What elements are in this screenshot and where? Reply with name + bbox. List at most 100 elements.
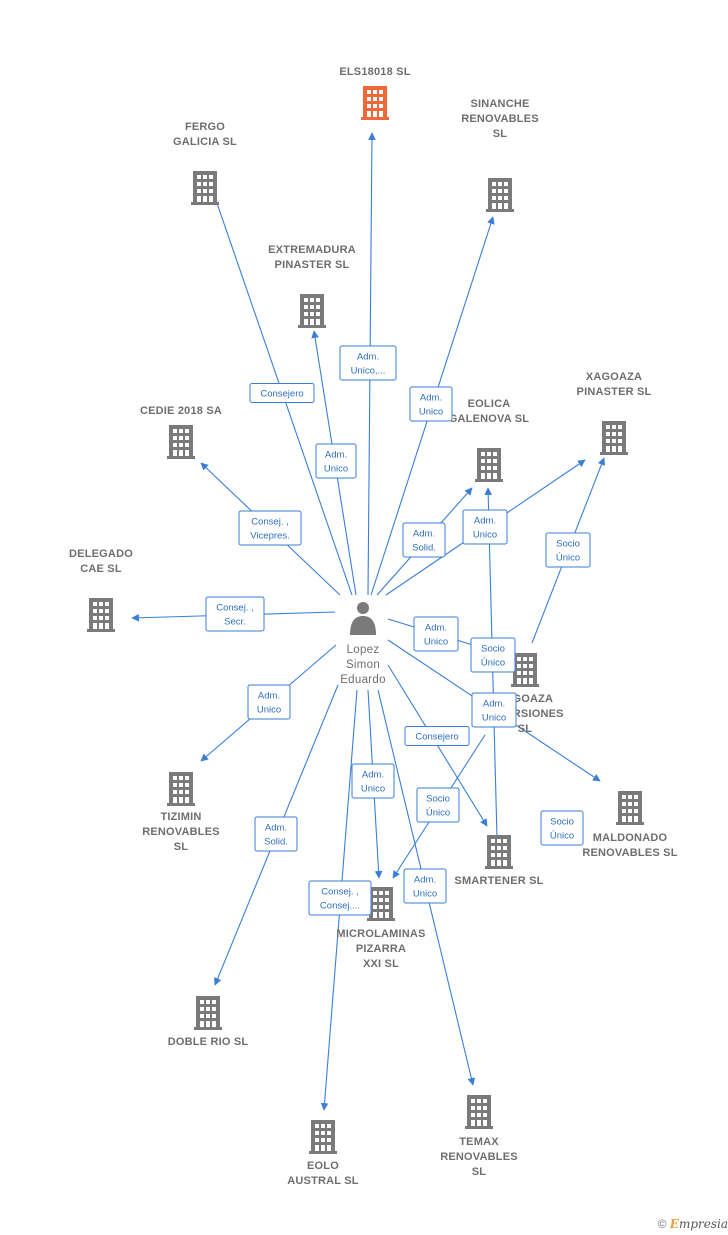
company-label: PINASTER SL <box>275 259 350 271</box>
relation-label: Unico <box>324 464 348 475</box>
company-label: DELEGADO <box>69 548 133 560</box>
relation-box-r_delegado[interactable]: Consej. ,Secr. <box>205 596 265 632</box>
relation-label: Unico,... <box>351 366 386 377</box>
relation-label: Solid. <box>412 543 436 554</box>
building-icon <box>309 1120 337 1154</box>
company-label: RENOVABLES <box>440 1151 518 1163</box>
relation-box-r_smartener[interactable]: Consejero <box>404 726 470 746</box>
relation-label: Socio <box>550 817 574 828</box>
relation-box-r_eolica[interactable]: Adm.Solid. <box>402 522 446 558</box>
relation-box-frame <box>402 522 446 558</box>
company-node-eolo[interactable]: EOLO AUSTRAL SL <box>287 1120 359 1187</box>
company-node-maldonado[interactable]: MALDONADO RENOVABLES SL <box>582 791 678 859</box>
company-label: MICROLAMINAS <box>336 928 425 940</box>
relation-box-frame <box>315 443 357 479</box>
relation-box-r_micro_adm[interactable]: Adm. Unico <box>351 763 395 799</box>
company-label: GALICIA SL <box>173 136 237 148</box>
relation-box-frame <box>351 763 395 799</box>
person-name-line: Lopez <box>347 644 380 656</box>
relation-box-r_maldonado[interactable]: Adm. Unico <box>471 692 517 728</box>
relation-label: Único <box>550 831 574 842</box>
company-label: EXTREMADURA <box>268 244 356 256</box>
building-icon <box>194 996 222 1030</box>
company-label: AUSTRAL SL <box>287 1175 359 1187</box>
watermark: © Empresia <box>658 1217 728 1231</box>
relation-box-r_xagoaza_inv[interactable]: Adm. Unico <box>413 616 459 652</box>
relation-label: Consejero <box>260 389 303 400</box>
relation-box-frame <box>545 532 591 568</box>
relation-box-r_eolo[interactable]: Consej. ,Consej.... <box>308 880 372 916</box>
relation-box-frame <box>238 510 302 546</box>
company-label: XXI SL <box>363 958 399 970</box>
company-node-els18018[interactable]: ELS18018 SL <box>339 66 411 120</box>
building-icon <box>87 598 115 632</box>
relation-label: Unico <box>424 637 448 648</box>
relation-box-r_extremadura[interactable]: Adm.Unico <box>315 443 357 479</box>
building-icon <box>361 86 389 120</box>
relation-box-r_tizimin[interactable]: Adm.Unico <box>247 684 291 720</box>
relation-box-r_cedie[interactable]: Consej. ,Vicepres. <box>238 510 302 546</box>
relation-label: Unico <box>257 705 281 716</box>
relation-box-r_els[interactable]: Adm. Unico,... <box>339 345 397 381</box>
relation-box-frame <box>462 509 508 545</box>
company-label: EOLO <box>307 1160 339 1172</box>
relation-box-r_sinanche[interactable]: Adm.Unico <box>409 386 453 422</box>
company-label: GALENOVA SL <box>449 413 530 425</box>
relation-box-frame <box>413 616 459 652</box>
copyright-symbol: © <box>657 1217 667 1231</box>
company-node-smartener[interactable]: SMARTENER SL <box>454 835 543 887</box>
company-node-doble_rio[interactable]: DOBLE RIO SL <box>168 996 249 1048</box>
relation-box-r_fergo[interactable]: Consejero <box>249 383 315 403</box>
relation-label: Unico <box>361 784 385 795</box>
company-label: PIZARRA <box>356 943 406 955</box>
relation-box-r_doble[interactable]: Adm.Solid. <box>254 816 298 852</box>
company-label: FERGO <box>185 121 225 133</box>
company-node-extremadura[interactable]: EXTREMADURA PINASTER SL <box>268 244 356 328</box>
relation-box-frame <box>471 692 517 728</box>
relation-label: Adm. <box>483 699 505 710</box>
relation-label: Adm. <box>357 352 379 363</box>
relation-box-frame <box>247 684 291 720</box>
nodes-layer: ELS18018 SL FERGO GALICIA SL SINANCHERENOVA… <box>69 66 678 1187</box>
company-label: RENOVABLES SL <box>582 847 677 859</box>
relation-label: Unico <box>482 713 506 724</box>
company-label: SL <box>174 841 189 853</box>
relation-box-frame <box>254 816 298 852</box>
relation-label: Socio <box>481 644 505 655</box>
person-icon <box>350 602 376 635</box>
relation-label: Consejero <box>415 732 458 743</box>
relation-box-frame <box>205 596 265 632</box>
relation-box-r_xagoaza_p[interactable]: Adm.Unico <box>462 509 508 545</box>
company-node-cedie[interactable]: CEDIE 2018 SA <box>140 405 222 459</box>
relation-label: Secr. <box>224 617 246 628</box>
relation-box-r_temax[interactable]: Adm. Unico <box>403 868 447 904</box>
relation-label: Adm. <box>414 875 436 886</box>
person-name-line: Simon <box>346 659 380 671</box>
company-label: ELS18018 SL <box>339 66 410 78</box>
relation-label: Adm. <box>474 516 496 527</box>
company-node-microlaminas[interactable]: MICROLAMINAS PIZARRA XXI SL <box>336 887 425 970</box>
company-node-fergo[interactable]: FERGO GALICIA SL <box>173 121 237 205</box>
company-label: MALDONADO <box>593 832 668 844</box>
brand-logo-initial: E <box>669 1217 679 1231</box>
company-label: SL <box>518 723 533 735</box>
company-label: SL <box>472 1166 487 1178</box>
relation-box-frame <box>339 345 397 381</box>
relation-label: Adm. <box>425 623 447 634</box>
building-icon <box>298 294 326 328</box>
relation-label: Adm. <box>362 770 384 781</box>
company-label: DOBLE RIO SL <box>168 1036 249 1048</box>
relation-label: Unico <box>413 889 437 900</box>
